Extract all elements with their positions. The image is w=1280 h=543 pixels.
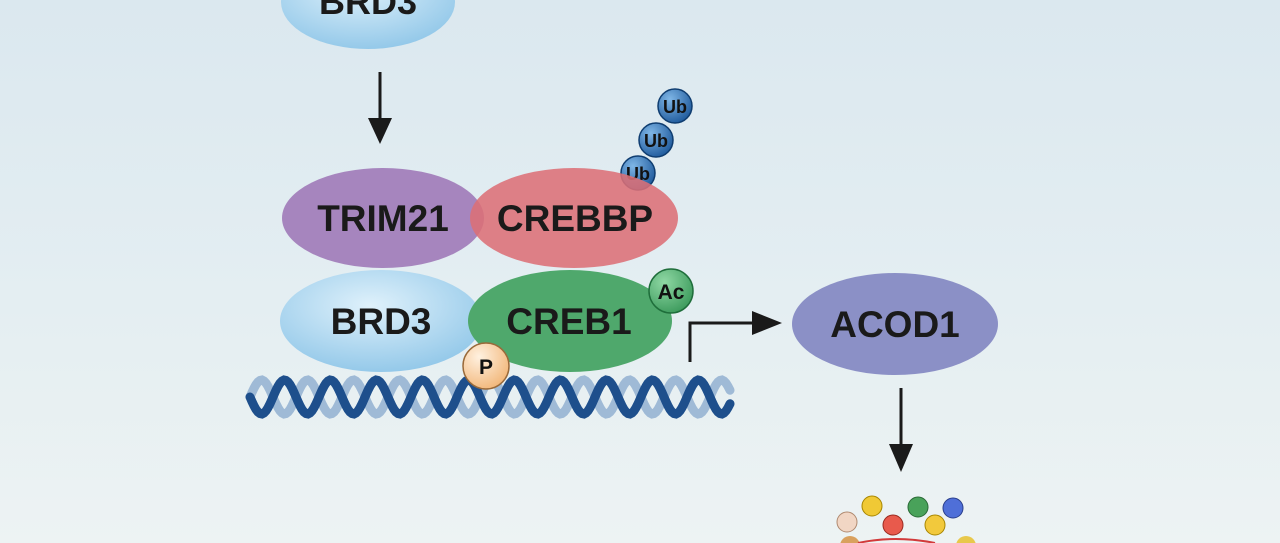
arrow-down-icon [368, 72, 392, 144]
trim21-label: TRIM21 [317, 198, 449, 239]
phospho-label: P [479, 356, 493, 379]
brd3-node: BRD3 [280, 270, 482, 372]
acetyl-icon: Ac [648, 268, 694, 314]
ubiquitin-label-1: Ub [663, 97, 687, 117]
ubiquitin-icon: Ub [657, 88, 693, 124]
acod1-node: ACOD1 [792, 273, 998, 375]
brd3-label: BRD3 [331, 301, 432, 342]
ubiquitin-chain: Ub Ub Ub [620, 88, 693, 191]
creb1-node: CREB1 [468, 270, 672, 372]
crebbp-label: CREBBP [497, 198, 653, 239]
promoter-arrow-icon [688, 311, 782, 362]
crebbp-node: CREBBP [470, 168, 678, 268]
brd3-top-node: BRD3 [281, 0, 455, 49]
metabolite-dots-icon [836, 495, 976, 543]
creb1-label: CREB1 [506, 301, 631, 342]
brd3-top-label: BRD3 [319, 0, 417, 22]
ubiquitin-label-2: Ub [644, 131, 668, 151]
acod1-label: ACOD1 [830, 304, 960, 345]
acetyl-label: Ac [658, 281, 685, 304]
phospho-icon: P [462, 342, 510, 390]
arrow-down-icon [889, 388, 913, 472]
ubiquitin-icon: Ub [638, 122, 674, 158]
trim21-node: TRIM21 [282, 168, 484, 268]
